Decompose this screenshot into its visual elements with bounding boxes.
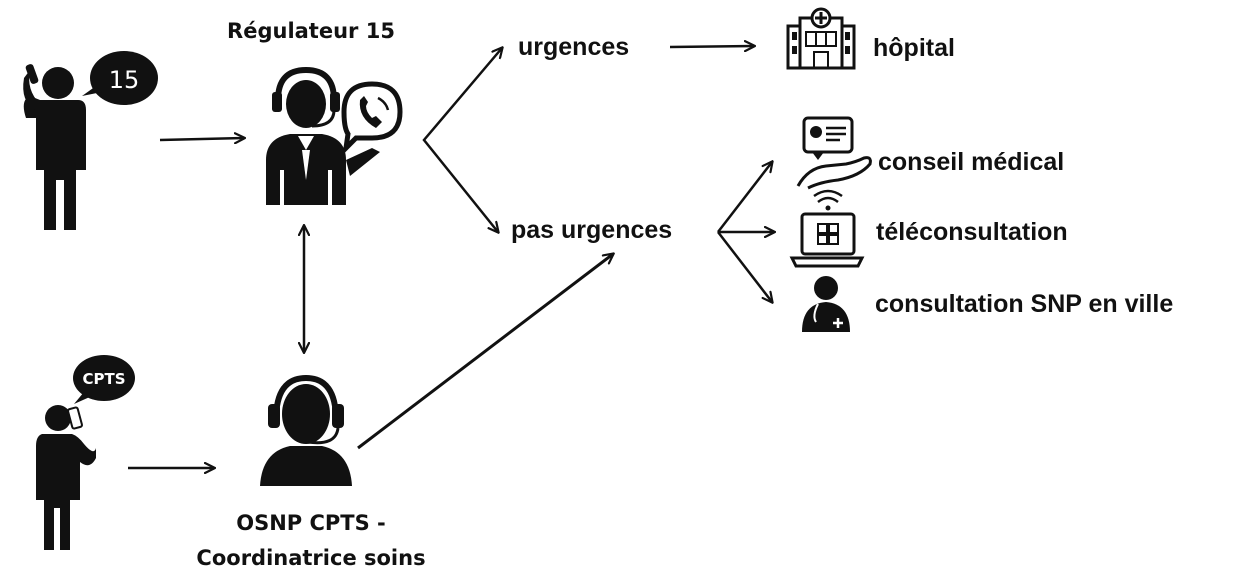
headset-operator-icon — [260, 374, 352, 486]
phone-bubble-icon — [341, 81, 403, 156]
node-emergency: urgences — [518, 33, 629, 61]
node-non-emergency: pas urgences — [511, 216, 672, 244]
caller-top-bubble: 15 — [82, 51, 158, 105]
arrow-to-city-consultation — [717, 231, 772, 302]
hand-medical-card-icon — [796, 116, 872, 190]
coordinator-title-line1: OSNP CPTS - — [236, 511, 386, 535]
arrow-coordinator-to-non-emergency — [357, 254, 613, 450]
coordinator-title-line2: Coordinatrice soins — [196, 546, 425, 570]
caller-top-bubble-text: 15 — [109, 66, 140, 94]
arrow-to-medical-advice — [717, 162, 772, 233]
arrow-emergency-to-hospital — [669, 46, 754, 47]
call-center-agent-icon — [266, 66, 380, 205]
doctor-icon — [802, 276, 850, 332]
caller-bottom-bubble: CPTS — [73, 355, 135, 404]
outcome-medical-advice: conseil médical — [878, 148, 1064, 176]
arrow-caller-to-regulator — [159, 138, 244, 140]
regulator-title: Régulateur 15 — [227, 19, 395, 43]
laptop-medical-icon — [789, 189, 865, 268]
hospital-icon — [786, 7, 856, 70]
outcome-teleconsultation: téléconsultation — [876, 218, 1068, 246]
caller-bottom-bubble-text: CPTS — [82, 370, 125, 388]
caller-bottom-icon — [36, 405, 96, 550]
caller-top-icon — [23, 64, 86, 230]
outcome-city-consultation: consultation SNP en ville — [875, 290, 1173, 318]
outcome-hospital: hôpital — [873, 34, 955, 62]
arrow-regulator-branch — [422, 48, 502, 232]
